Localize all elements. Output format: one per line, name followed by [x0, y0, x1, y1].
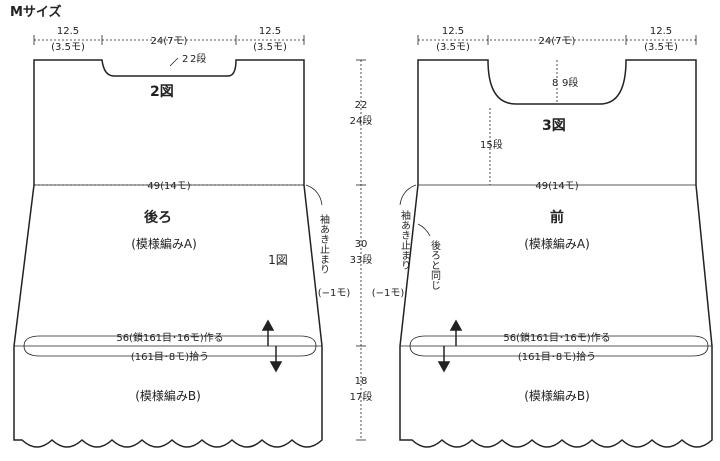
- front-armhole-note: 袖あき止まり: [399, 209, 411, 270]
- back-top-left-sub: (3.5モ): [51, 42, 85, 53]
- back-name: 後ろ: [144, 209, 172, 226]
- back-armhole-note: 袖あき止まり: [318, 213, 330, 274]
- back-direction-arrows: [261, 319, 283, 373]
- back-fig-label: 2図: [150, 84, 174, 100]
- upper-rows: 24段: [350, 114, 373, 127]
- back-top-left-value: 12.5: [57, 26, 79, 37]
- front-same-leader: [417, 223, 431, 237]
- lower-length: 18: [355, 376, 368, 387]
- size-title: Mサイズ: [10, 4, 62, 20]
- front-neck-value: 8: [552, 78, 558, 89]
- back-top-dims: [33, 35, 305, 45]
- front-inner-rows: 15段: [480, 138, 503, 151]
- back-neck-rows: 2段: [190, 52, 206, 65]
- front-same-note: 後ろと同じ: [429, 239, 441, 290]
- decrease-left: (−1モ): [318, 288, 351, 299]
- center-vertical-dim: [356, 59, 366, 441]
- front-top-mid: 24(7モ): [539, 36, 576, 47]
- front-armhole-curve: [399, 184, 417, 206]
- front-pick-up: (161目･8モ)拾う: [518, 350, 596, 363]
- front-cast-on-oval: [409, 335, 709, 357]
- back-cast-on: 56(鎖161目･16モ)作る: [116, 331, 223, 344]
- front-width: 49(14モ): [535, 181, 578, 192]
- front-pattern-a: (模様編みA): [524, 236, 590, 251]
- front-direction-arrows: [437, 319, 463, 373]
- back-top-right-value: 12.5: [259, 26, 281, 37]
- back-pick-up: (161目･8モ)拾う: [131, 350, 209, 363]
- front-pattern-b: (模様編みB): [524, 388, 590, 403]
- front-neck-rows: 9段: [562, 76, 578, 89]
- middle-length: 30: [355, 239, 368, 250]
- back-top-mid: 24(7モ): [151, 36, 188, 47]
- upper-length: 22: [355, 100, 368, 111]
- back-cast-on-oval: [23, 335, 317, 357]
- lower-rows: 17段: [350, 390, 373, 403]
- front-top-dims: [417, 35, 697, 45]
- back-neck-leader: [169, 57, 179, 67]
- decrease-right: (−1モ): [372, 288, 405, 299]
- back-pattern-b: (模様編みB): [135, 388, 201, 403]
- front-name: 前: [550, 209, 564, 226]
- front-top-left-value: 12.5: [442, 26, 464, 37]
- back-width: 49(14モ): [147, 181, 190, 192]
- back-fig1-label: 1図: [268, 253, 288, 267]
- front-fig-label: 3図: [542, 118, 566, 134]
- front-top-right-sub: (3.5モ): [644, 42, 678, 53]
- back-neck-value: 2: [182, 54, 188, 65]
- back-armhole-curve: [305, 184, 323, 206]
- front-top-right-value: 12.5: [650, 26, 672, 37]
- back-top-right-sub: (3.5モ): [253, 42, 287, 53]
- back-pattern-a: (模様編みA): [131, 236, 197, 251]
- back-piece-outline: [13, 59, 323, 448]
- middle-rows: 33段: [350, 253, 373, 266]
- front-top-left-sub: (3.5モ): [436, 42, 470, 53]
- front-piece-outline: [399, 59, 713, 448]
- front-cast-on: 56(鎖161目･16モ)作る: [503, 331, 610, 344]
